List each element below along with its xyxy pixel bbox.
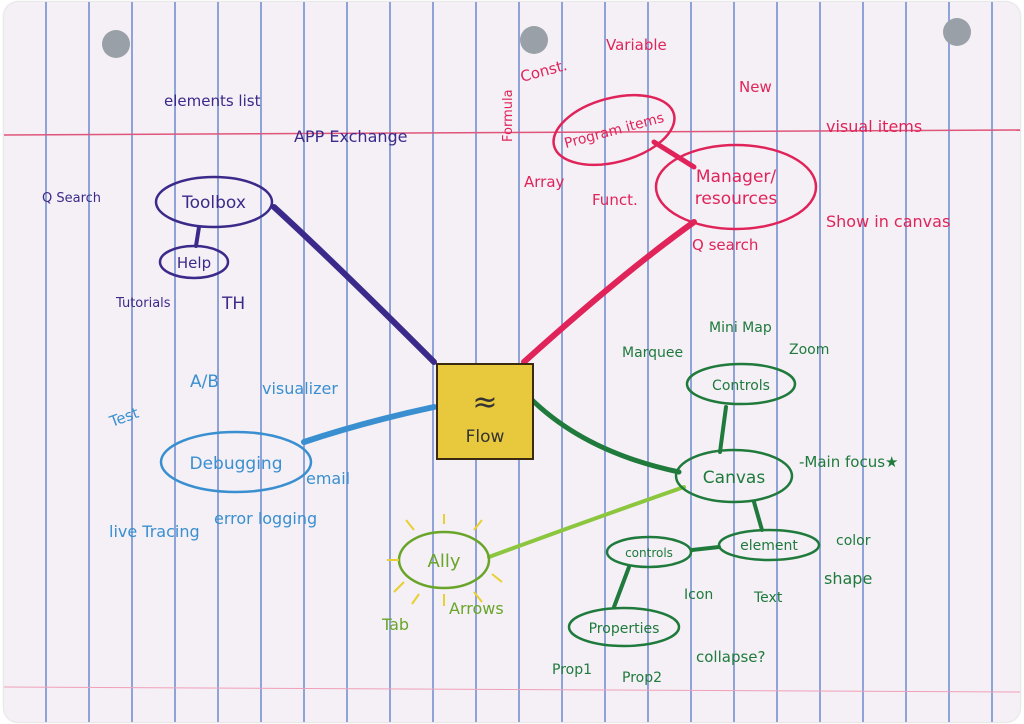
help-node [158, 244, 230, 280]
branch-toolbox [271, 204, 437, 365]
program-items-label: Program items [563, 110, 666, 152]
debugging-node [159, 430, 313, 494]
element-label: element [740, 538, 798, 554]
zoom-label: Zoom [789, 342, 829, 358]
branch-ally [487, 485, 686, 559]
main-focus-note: -Main focus★ [799, 453, 898, 471]
toolbox-label: Toolbox [181, 193, 246, 213]
mind-map: ≈ Flow Toolbox elements list APP Exchang… [4, 18, 1020, 693]
sun-rays [387, 514, 503, 606]
collapse-label: collapse? [696, 648, 765, 666]
debugging-label: Debugging [190, 454, 283, 474]
email-label: email [306, 469, 350, 488]
manager-node [654, 143, 818, 231]
tutorials-label: Tutorials [115, 296, 171, 311]
th-label: TH [221, 294, 245, 314]
const-label: Const. [518, 56, 569, 86]
punch-hole [943, 18, 971, 46]
funct-label: Funct. [592, 191, 638, 209]
error-logging-label: error logging [214, 509, 317, 528]
element-node [717, 528, 821, 562]
canvas-node [674, 448, 794, 504]
punch-hole [520, 26, 548, 54]
shape-label: shape [824, 569, 872, 588]
element-controls-label: controls [625, 546, 673, 560]
live-tracing-label: live Tracing [109, 522, 200, 541]
program-items-node [552, 93, 676, 167]
margin-line [4, 129, 1020, 136]
elements-list-label: elements list [164, 92, 261, 110]
marquee-label: Marquee [622, 345, 683, 361]
ally-label: Ally [428, 551, 461, 572]
properties-node [567, 606, 681, 648]
manager-label: Manager/ [696, 167, 777, 187]
branch-canvas [526, 394, 682, 475]
formula-label: Formula [501, 89, 516, 142]
prop1-label: Prop1 [552, 662, 592, 678]
controls-label: Controls [712, 378, 770, 394]
tab-label: Tab [381, 615, 409, 634]
variable-label: Variable [606, 36, 667, 54]
approx-icon: ≈ [472, 385, 497, 420]
branch-manager [521, 219, 697, 365]
toolbox-q-search-label: Q Search [42, 191, 101, 206]
app-exchange-label: APP Exchange [294, 127, 408, 146]
visual-items-label: visual items [826, 117, 922, 136]
canvas-label: Canvas [703, 468, 766, 488]
color-label: color [836, 533, 871, 549]
controls-node [685, 362, 797, 406]
center-node-flow: ≈ Flow [436, 363, 534, 460]
arrows-label: Arrows [449, 599, 504, 618]
manager-q-search-label: Q search [692, 236, 758, 254]
punch-hole [102, 30, 130, 58]
element-controls-node [605, 535, 693, 569]
branch-program [651, 139, 697, 170]
branch-debugging [301, 404, 437, 445]
show-in-canvas-label: Show in canvas [826, 212, 950, 231]
text-label: Text [753, 590, 783, 606]
bottom-line [4, 686, 1020, 693]
array-label: Array [524, 173, 565, 191]
lined-paper: ≈ Flow Toolbox elements list APP Exchang… [4, 2, 1020, 722]
ab-label: A/B [190, 372, 219, 392]
svg-text:Flow: Flow [466, 427, 505, 447]
help-label: Help [177, 254, 211, 272]
visualizer-label: visualizer [262, 379, 338, 398]
properties-label: Properties [589, 621, 660, 637]
mini-map-label: Mini Map [709, 320, 772, 336]
new-label: New [739, 78, 772, 96]
test-label: Test [106, 404, 141, 431]
resources-label: resources [695, 189, 778, 209]
toolbox-node [154, 175, 274, 229]
prop2-label: Prop2 [622, 670, 662, 686]
icon-label: Icon [684, 587, 713, 603]
